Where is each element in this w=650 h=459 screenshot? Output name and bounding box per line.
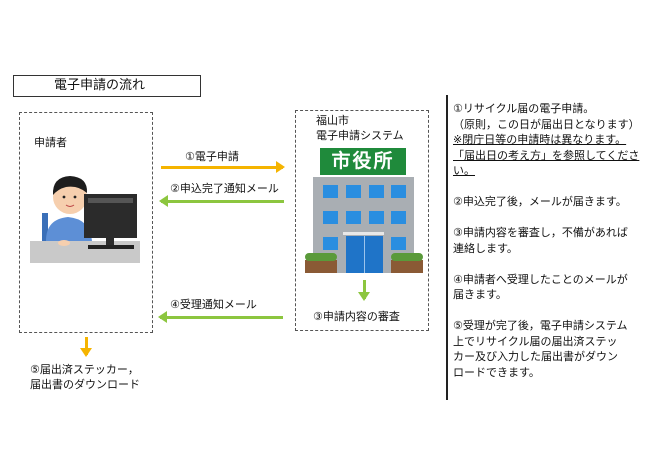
step5-label-line1: ⑤届出済ステッカー， [30,363,139,376]
step4-arrow [158,311,283,323]
step3-label: ③申請内容の審査 [313,310,400,323]
note4-line2: 届きます。 [453,288,507,301]
applicant-at-computer-icon [30,176,140,263]
note1-filing-date-link[interactable]: 「届出日の考え方」を参照してくださ [453,148,640,162]
column-divider [446,95,448,400]
note1-line1: ①リサイクル届の電子申請。 [453,102,595,115]
system-city-label: 福山市 [316,114,349,127]
step2-label: ②申込完了通知メール [170,182,279,195]
note5-line1: ⑤受理が完了後，電子申請システム [453,319,628,332]
step2-arrow [159,195,284,207]
applicant-box [19,112,153,333]
note4-line1: ④申請者へ受理したことのメールが [453,272,628,286]
notes-panel: ①リサイクル届の電子申請。 （原則，この日が届出日となります） ※閉庁日等の申請… [453,101,648,396]
page-title: 電子申請の流れ [13,75,201,97]
system-box [295,110,429,331]
step5-label-line2: 届出書のダウンロード [30,378,140,391]
review-down-arrow [358,280,370,301]
step1-arrow [161,161,285,173]
applicant-label: 申請者 [34,136,67,149]
note1-closed-day-notice: ※閉庁日等の申請時は異なります。 [453,133,627,146]
city-hall-sign: 市役所 [320,148,406,175]
step4-label: ④受理通知メール [170,298,257,311]
system-name-label: 電子申請システム [316,129,404,142]
note1-line5: い。 [453,164,475,177]
step1-label: ①電子申請 [185,150,239,163]
note3-line1: ③申請内容を審査し，不備があれば [453,226,628,239]
note3-line2: 連絡します。 [453,241,518,255]
note5-line4: ロードできます。 [453,365,540,379]
download-down-arrow [80,337,92,357]
note5-line2: 上でリサイクル届の届出済ステッ [453,334,618,348]
note5-line3: カー及び入力した届出書がダウン [453,350,618,363]
note2: ②申込完了後，メールが届きます。 [453,195,627,208]
note1-line2: （原則，この日が届出日となります） [453,117,640,131]
city-hall-building-icon [305,177,423,273]
